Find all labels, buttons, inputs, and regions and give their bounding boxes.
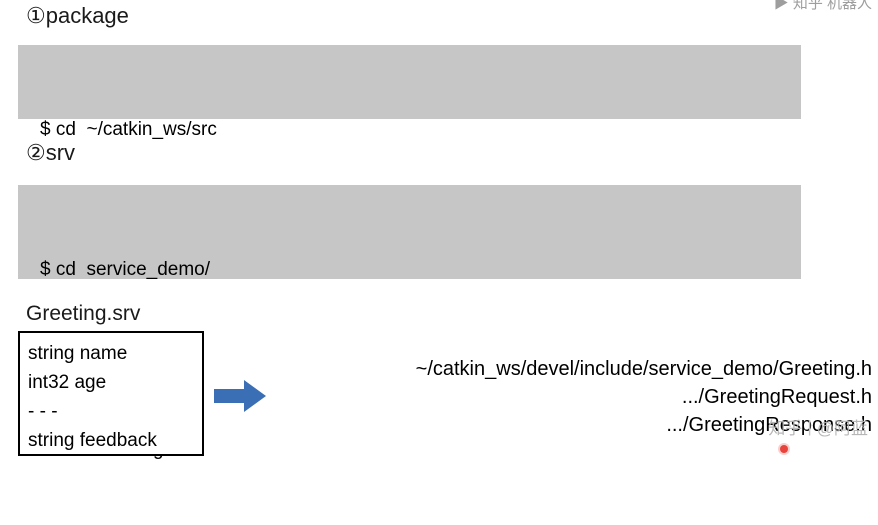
srv-definition-line: string name <box>28 343 128 364</box>
path-line: .../GreetingRequest.h <box>681 386 872 408</box>
right-arrow-icon <box>214 380 266 412</box>
watermark-top: ▶ 知乎 机器人 <box>773 0 872 12</box>
watermark-bottom: 知乎 | @阿蓝 <box>768 414 868 439</box>
recording-dot-icon <box>780 445 788 453</box>
watermark-separator: | <box>807 416 812 436</box>
watermark-user: @阿蓝 <box>816 419 868 438</box>
code-block-srv: $ cd service_demo/ $ mkdir srv $ vi Gree… <box>18 185 801 460</box>
section-heading-srv: ②srv <box>26 140 76 165</box>
srv-definition-line: int32 age <box>28 372 107 393</box>
srv-definition-line: string feedback <box>28 430 157 451</box>
generated-header-paths: ~/catkin_ws/devel/include/service_demo/G… <box>262 355 872 439</box>
code-line: $ cd ~/catkin_ws/src <box>40 119 217 140</box>
slide-page: ▶ 知乎 机器人 ①package $ cd ~/catkin_ws/src $… <box>18 0 872 460</box>
srv-definition-line: - - - <box>28 401 58 422</box>
path-line: ~/catkin_ws/devel/include/service_demo/G… <box>415 358 872 380</box>
srv-definition-box: string name int32 age - - - string feedb… <box>18 331 204 456</box>
code-line: $ cd service_demo/ <box>40 259 211 280</box>
path-line: .../GreetingResponse.h <box>666 414 872 436</box>
section-heading-greeting: Greeting.srv <box>26 302 141 325</box>
code-block-package: $ cd ~/catkin_ws/src $ catkin_create_pkg… <box>18 45 801 230</box>
watermark-site: 知乎 <box>768 419 803 438</box>
section-heading-package: ①package <box>26 3 129 28</box>
